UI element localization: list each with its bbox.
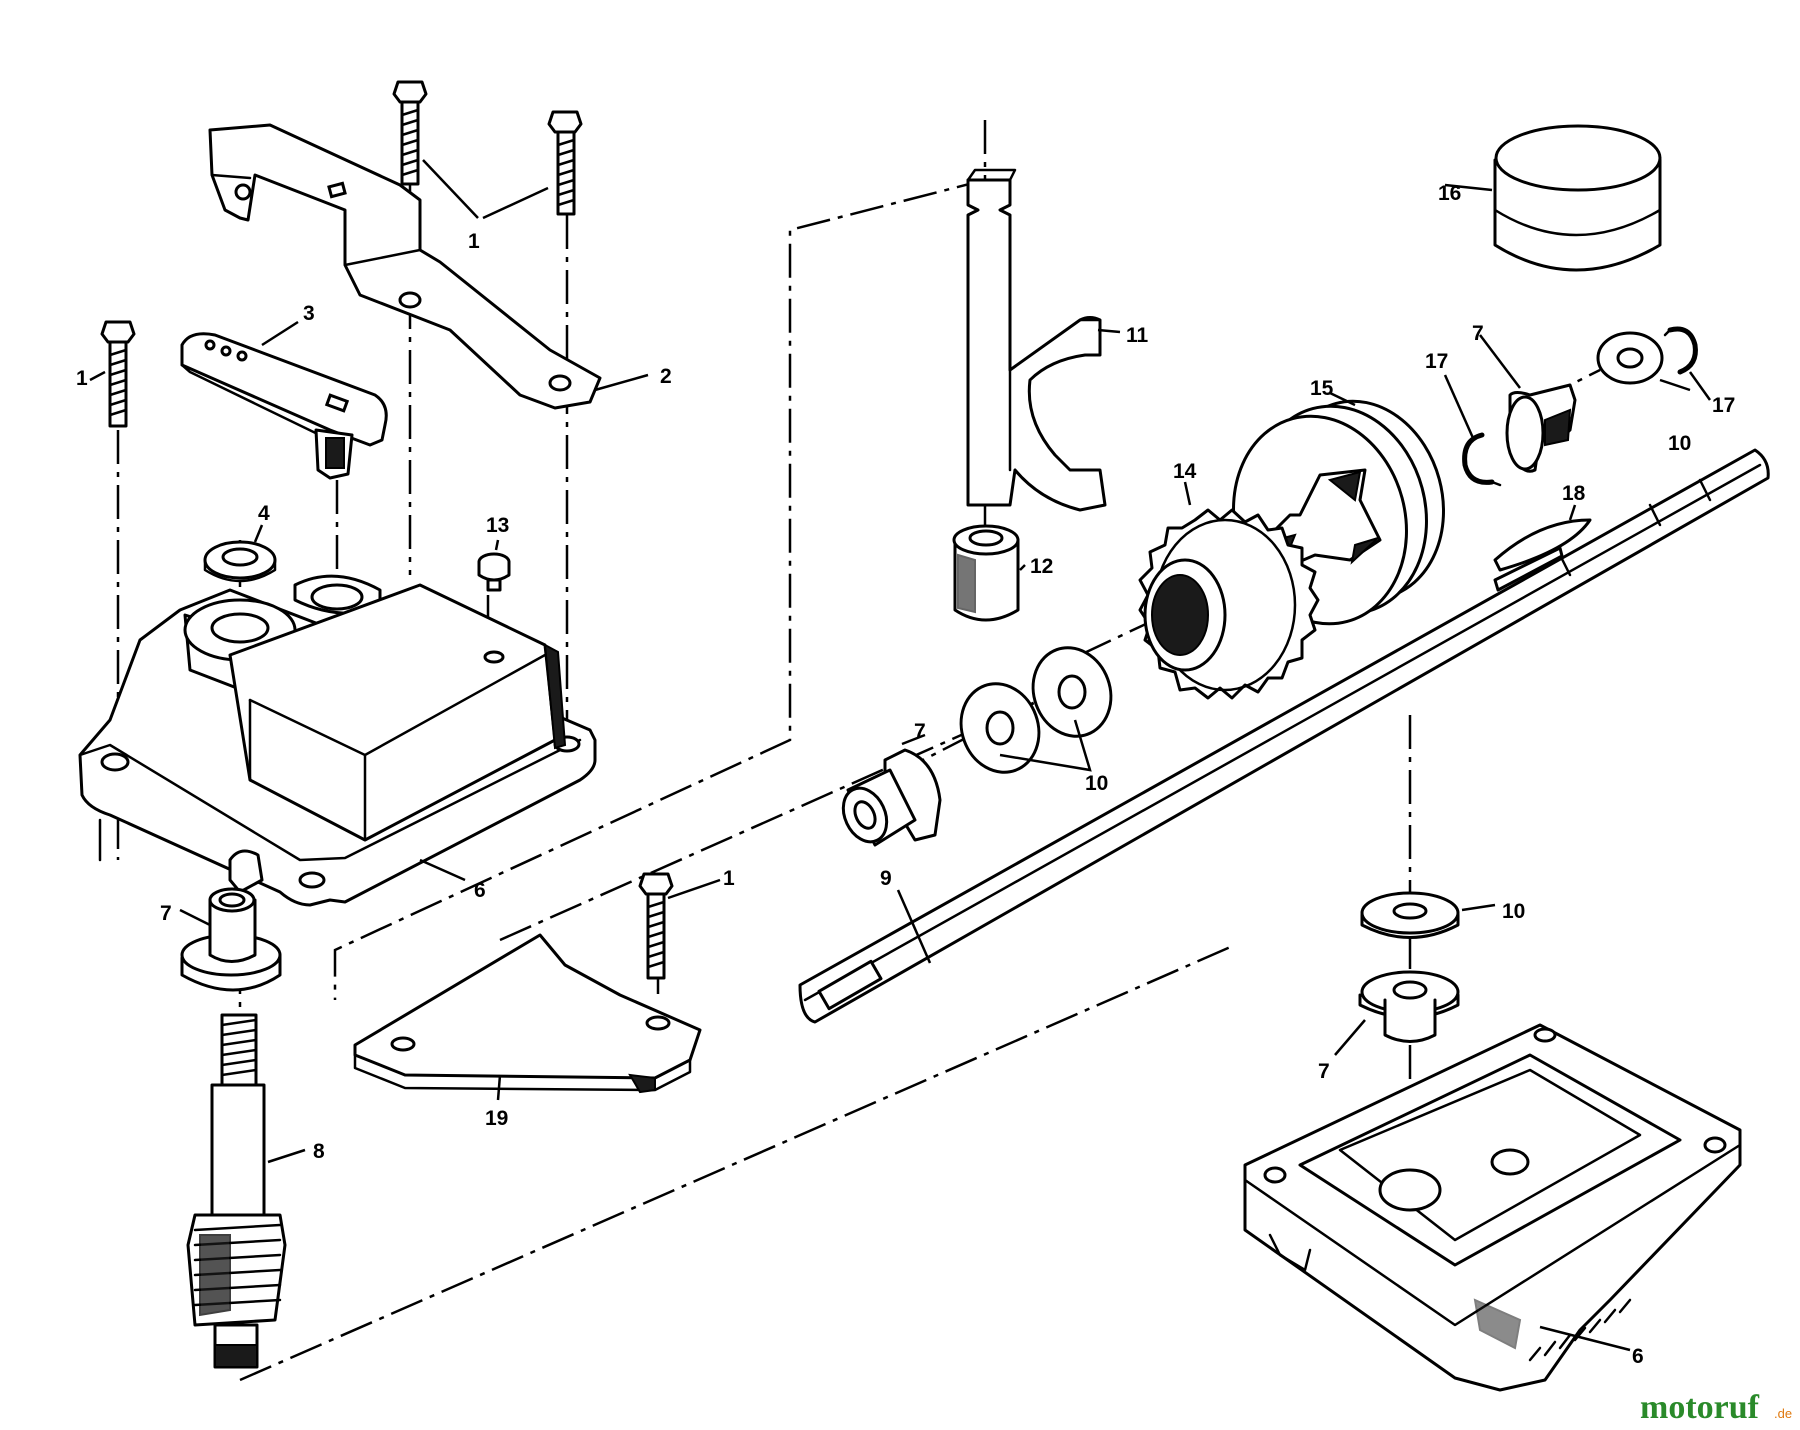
callout-12: 12 xyxy=(1030,555,1053,578)
callout-7-left: 7 xyxy=(160,902,172,925)
worm-shaft-part-8 xyxy=(186,1013,287,1369)
shift-fork-part-11 xyxy=(966,168,1107,512)
callout-7-right-bottom: 7 xyxy=(1318,1060,1330,1083)
callout-14: 14 xyxy=(1173,460,1197,483)
callout-4: 4 xyxy=(258,502,270,525)
bolt-left xyxy=(100,320,136,428)
callout-6-cover: 6 xyxy=(1632,1345,1644,1368)
callout-17-left: 17 xyxy=(1425,350,1448,373)
callout-10-right-bottom: 10 xyxy=(1502,900,1525,923)
gear-part-14 xyxy=(1138,508,1320,700)
callout-1-left: 1 xyxy=(76,367,88,390)
key-part-18 xyxy=(1493,518,1592,572)
retaining-ring-part-17-right xyxy=(1663,326,1698,375)
plug-part-13 xyxy=(477,552,511,592)
callout-10-right-top: 10 xyxy=(1668,432,1691,455)
callout-numbers: 1 1 1 2 3 4 6 6 7 7 7 7 8 9 10 10 10 11 … xyxy=(76,182,1735,1368)
callout-6-housing: 6 xyxy=(474,879,486,902)
lever-part-3 xyxy=(180,332,388,480)
callout-19: 19 xyxy=(485,1107,508,1130)
callout-leader-lines xyxy=(89,159,1712,1352)
gear-housing-upper-part-6 xyxy=(78,574,597,907)
bushing-part-7-right-bottom xyxy=(1358,970,1460,1043)
washer-part-10-right-bottom xyxy=(1360,891,1460,939)
callout-15: 15 xyxy=(1310,377,1334,400)
clutch-hub-part-15 xyxy=(1232,399,1445,626)
callout-10-mid: 10 xyxy=(1085,772,1108,795)
cap-part-16 xyxy=(1493,124,1662,272)
bolt-top-b xyxy=(547,110,583,216)
bushing-part-7-mid xyxy=(841,748,942,847)
callout-3: 3 xyxy=(303,302,315,325)
bracket-part-2 xyxy=(208,123,602,410)
plate-part-19 xyxy=(353,933,702,1094)
washer-part-10-right-top xyxy=(1596,331,1664,385)
bolt-bottom xyxy=(638,872,674,980)
callout-7-right-top: 7 xyxy=(1472,322,1484,345)
callout-8: 8 xyxy=(313,1140,325,1163)
callout-1-bottom: 1 xyxy=(723,867,735,890)
callout-2: 2 xyxy=(660,365,672,388)
callout-13: 13 xyxy=(486,514,509,537)
callout-9: 9 xyxy=(880,867,892,890)
washer-part-4 xyxy=(203,540,277,583)
callout-7-mid: 7 xyxy=(914,720,926,743)
bolt-top-a xyxy=(392,80,428,186)
retaining-ring-part-17-left xyxy=(1462,432,1502,487)
sleeve-part-12 xyxy=(952,524,1020,622)
callout-11: 11 xyxy=(1126,324,1149,347)
watermark-brand: motoruf xyxy=(1640,1389,1760,1426)
callout-17-right: 17 xyxy=(1712,394,1735,417)
washer-part-10-mid-a xyxy=(1031,646,1113,738)
callout-1-top: 1 xyxy=(468,230,480,253)
bushing-part-7-right-top xyxy=(1505,383,1577,473)
callout-18: 18 xyxy=(1562,482,1586,505)
watermark-suffix: .de xyxy=(1774,1406,1792,1421)
main-shaft-part-9 xyxy=(798,448,1770,1024)
washer-part-10-mid-b xyxy=(959,682,1041,774)
watermark: motoruf .de xyxy=(1640,1389,1792,1426)
gear-cover-lower-part-6 xyxy=(1243,1023,1742,1392)
bushing-part-7-left xyxy=(180,887,282,992)
callout-16: 16 xyxy=(1438,182,1461,205)
